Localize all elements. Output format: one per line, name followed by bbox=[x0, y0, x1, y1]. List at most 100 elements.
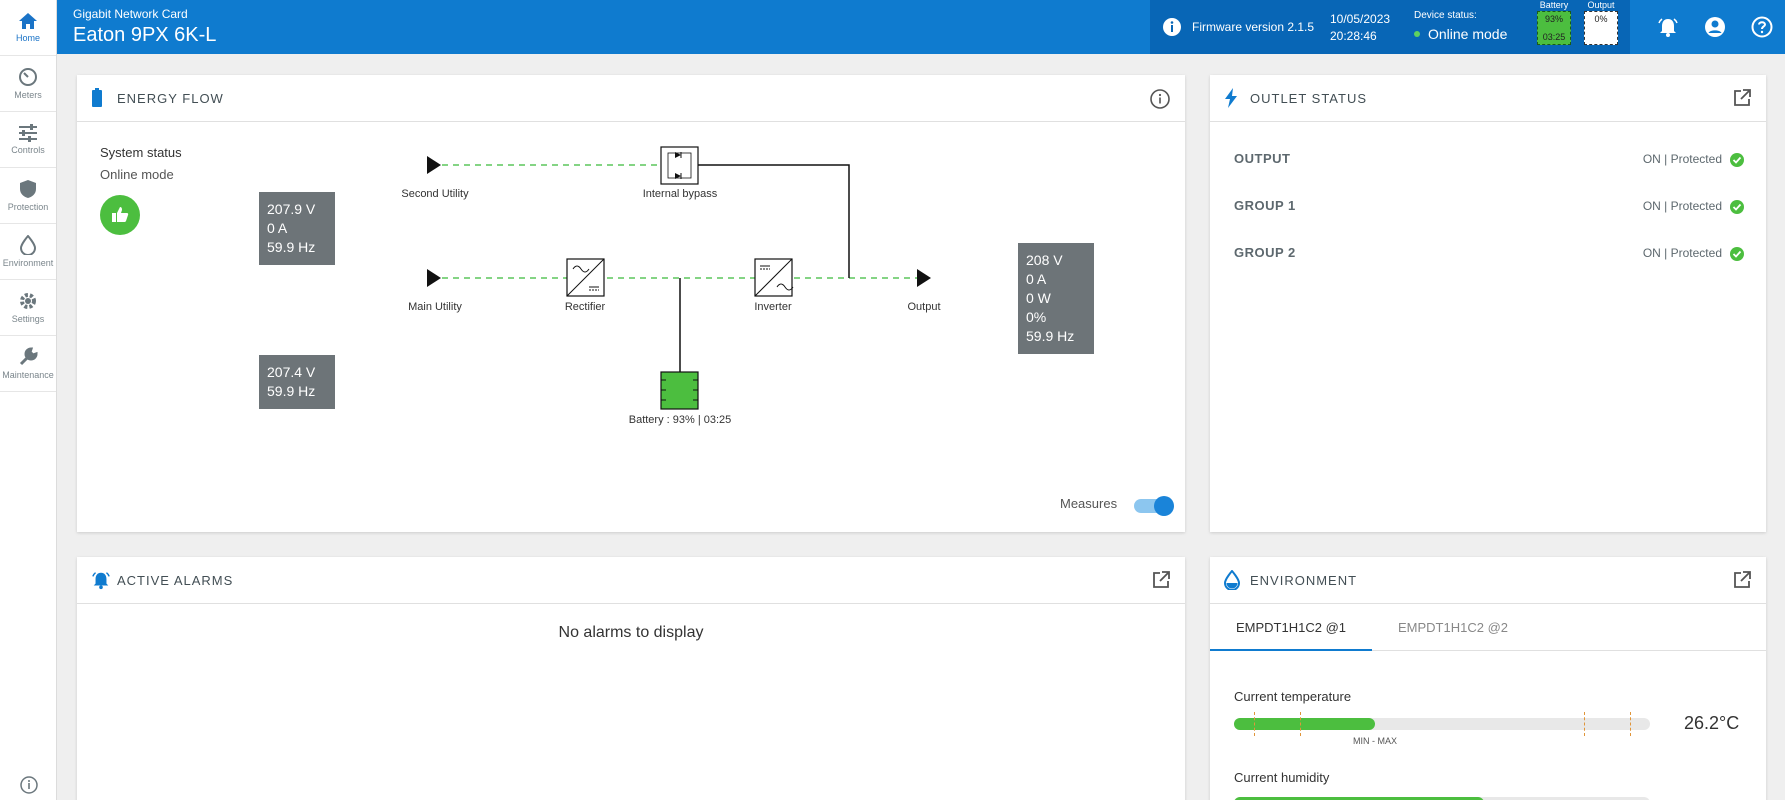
outlet-status-card: OUTLET STATUS OUTPUT ON | Protected GROU… bbox=[1210, 75, 1766, 532]
outlet-row[interactable]: OUTPUT ON | Protected bbox=[1234, 151, 1744, 171]
nav-home[interactable]: Home bbox=[0, 0, 56, 56]
threshold-marker bbox=[1254, 712, 1255, 736]
measure-value: 0 A bbox=[267, 220, 288, 236]
header-actions bbox=[1645, 0, 1785, 54]
device-title: Eaton 9PX 6K-L bbox=[73, 24, 217, 46]
check-circle-icon bbox=[1730, 153, 1744, 167]
second-utility-label: Second Utility bbox=[401, 188, 469, 200]
measure-value: 59.9 Hz bbox=[1026, 328, 1075, 344]
top-header: Gigabit Network Card Eaton 9PX 6K-L Firm… bbox=[57, 0, 1785, 54]
humidity-label: Current humidity bbox=[1234, 770, 1330, 785]
no-alarms-message: No alarms to display bbox=[558, 624, 704, 641]
outlet-status: ON | Protected bbox=[1642, 152, 1722, 166]
nav-environment[interactable]: Environment bbox=[0, 224, 56, 280]
open-external-icon[interactable] bbox=[1732, 88, 1752, 108]
thumbs-up-icon bbox=[112, 207, 129, 222]
battery-block bbox=[660, 371, 699, 410]
tab-sensor-1[interactable]: EMPDT1H1C2 @1 bbox=[1210, 605, 1372, 651]
output-mini-box: 0% bbox=[1584, 11, 1618, 45]
rectifier-block bbox=[566, 258, 605, 297]
check-circle-icon bbox=[1730, 247, 1744, 261]
droplet-icon bbox=[1224, 570, 1240, 590]
outlet-row[interactable]: GROUP 1 ON | Protected bbox=[1234, 198, 1744, 218]
battery-label: Battery : 93% | 03:25 bbox=[628, 414, 732, 426]
device-status-value: Online mode bbox=[1414, 26, 1507, 42]
outlet-status-title: OUTLET STATUS bbox=[1250, 91, 1368, 106]
main-utility-label: Main Utility bbox=[408, 301, 462, 313]
nav-settings[interactable]: Settings bbox=[0, 280, 56, 336]
sidebar: Home Meters Controls Protection Environm… bbox=[0, 0, 57, 800]
user-account-icon[interactable] bbox=[1704, 16, 1726, 38]
device-status-label: Device status: bbox=[1414, 10, 1477, 21]
gear-icon bbox=[20, 293, 36, 309]
humidity-bar bbox=[1234, 797, 1650, 800]
measure-value: 207.9 V bbox=[267, 201, 316, 217]
environment-header: ENVIRONMENT bbox=[1210, 557, 1766, 604]
outlet-status: ON | Protected bbox=[1642, 246, 1722, 260]
alarm-bell-icon[interactable] bbox=[1657, 16, 1679, 38]
nav-maintenance[interactable]: Maintenance bbox=[0, 336, 56, 392]
battery-icon bbox=[92, 88, 102, 107]
nav-meters[interactable]: Meters bbox=[0, 56, 56, 112]
second-utility-measures: 207.9 V 0 A 59.9 Hz bbox=[259, 192, 335, 265]
outlet-name: GROUP 1 bbox=[1234, 198, 1296, 213]
output-measures: 208 V 0 A 0 W 0% 59.9 Hz bbox=[1018, 243, 1094, 354]
sensor-tabs: EMPDT1H1C2 @1 EMPDT1H1C2 @2 bbox=[1210, 605, 1766, 651]
humidity-bar-fill bbox=[1234, 797, 1484, 800]
outlet-row[interactable]: GROUP 2 ON | Protected bbox=[1234, 245, 1744, 265]
device-status-text: Online mode bbox=[1428, 26, 1508, 42]
energy-flow-header: ENERGY FLOW bbox=[77, 75, 1185, 122]
active-alarms-header: ACTIVE ALARMS bbox=[77, 557, 1185, 604]
open-external-icon[interactable] bbox=[1732, 570, 1752, 590]
header-date: 10/05/2023 bbox=[1330, 12, 1391, 26]
temperature-bar-fill bbox=[1234, 718, 1376, 730]
nav-maintenance-label: Maintenance bbox=[2, 370, 54, 380]
second-utility-arrow bbox=[427, 156, 441, 174]
info-icon[interactable] bbox=[1149, 88, 1171, 110]
output-mini-label: Output bbox=[1587, 0, 1615, 10]
output-label: Output bbox=[907, 301, 941, 313]
environment-title: ENVIRONMENT bbox=[1250, 573, 1358, 588]
nav-meters-label: Meters bbox=[14, 90, 42, 100]
info-icon bbox=[19, 776, 38, 794]
droplet-icon bbox=[20, 235, 36, 255]
open-external-icon[interactable] bbox=[1151, 570, 1171, 590]
info-icon bbox=[1163, 18, 1181, 36]
nav-protection[interactable]: Protection bbox=[0, 168, 56, 224]
firmware-version: Firmware version 2.1.5 bbox=[1192, 20, 1315, 34]
battery-mini-time: 03:25 bbox=[1542, 32, 1566, 42]
temperature-value: 26.2°C bbox=[1684, 713, 1740, 733]
battery-mini-box: 93% 03:25 bbox=[1537, 11, 1571, 45]
outlet-status: ON | Protected bbox=[1642, 199, 1722, 213]
nav-controls[interactable]: Controls bbox=[0, 112, 56, 168]
tab-sensor-2[interactable]: EMPDT1H1C2 @2 bbox=[1397, 620, 1508, 635]
energy-flow-title: ENERGY FLOW bbox=[117, 91, 224, 106]
check-circle-icon bbox=[1730, 200, 1744, 214]
energy-flow-diagram bbox=[427, 146, 931, 410]
output-mini-indicator[interactable]: Output 0% bbox=[1577, 0, 1625, 45]
alarm-bell-icon bbox=[92, 572, 110, 590]
outlet-name: GROUP 2 bbox=[1234, 245, 1296, 260]
lightning-icon bbox=[1225, 88, 1237, 108]
nav-environment-label: Environment bbox=[2, 258, 54, 268]
threshold-marker bbox=[1300, 712, 1301, 736]
active-alarms-title: ACTIVE ALARMS bbox=[117, 573, 234, 588]
inverter-block bbox=[754, 258, 794, 297]
energy-flow-card: ENERGY FLOW System status Online mode 20… bbox=[77, 75, 1185, 532]
measure-value: 0 W bbox=[1026, 290, 1051, 306]
min-max-label: MIN - MAX bbox=[1353, 736, 1397, 746]
help-icon[interactable] bbox=[1751, 16, 1773, 38]
threshold-marker bbox=[1584, 712, 1585, 736]
temperature-label: Current temperature bbox=[1234, 689, 1352, 704]
header-time: 20:28:46 bbox=[1330, 29, 1377, 43]
sidebar-info[interactable] bbox=[0, 770, 57, 800]
system-status-label: System status bbox=[100, 145, 182, 160]
outlet-name: OUTPUT bbox=[1234, 151, 1291, 166]
nav-settings-label: Settings bbox=[11, 314, 45, 324]
gauge-icon bbox=[19, 68, 37, 86]
rectifier-label: Rectifier bbox=[564, 301, 606, 313]
battery-mini-indicator[interactable]: Battery 93% 03:25 bbox=[1530, 0, 1578, 45]
wrench-icon bbox=[19, 347, 38, 366]
measures-toggle[interactable] bbox=[1134, 496, 1174, 516]
nav-controls-label: Controls bbox=[11, 145, 45, 155]
